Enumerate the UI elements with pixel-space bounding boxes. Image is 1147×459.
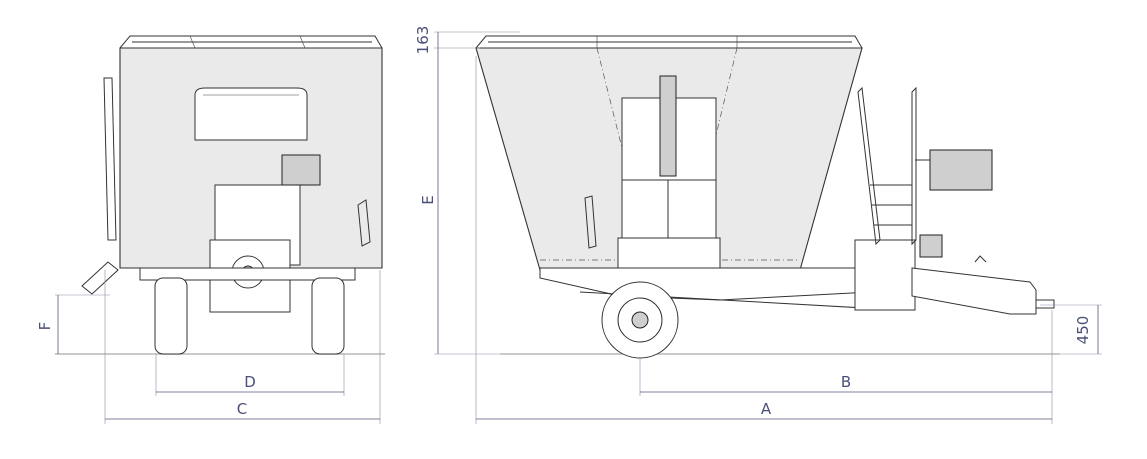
dim-A-label: A (761, 400, 772, 418)
side-tub-centerline-1 (596, 47, 626, 161)
front-left-door-chute (81, 261, 119, 295)
side-drawbar (911, 267, 1037, 315)
dim-450-label: 450 (1074, 316, 1092, 345)
side-top-rail (475, 35, 863, 49)
dim-E-label: E (419, 195, 437, 204)
side-wheel-hub (631, 311, 649, 329)
side-terminal (919, 234, 943, 258)
side-lever (584, 195, 597, 249)
dim-C-label: C (237, 400, 247, 418)
front-rail-post-1 (189, 35, 196, 49)
dim-B-label: B (841, 373, 851, 391)
side-view: 163 E 450 B A (414, 26, 1102, 424)
side-control-box (929, 149, 993, 191)
front-tub-body (119, 47, 383, 269)
front-right-lever (357, 199, 371, 247)
side-front-frame (854, 239, 916, 311)
front-top-rail (119, 35, 383, 49)
front-axle-bar (139, 267, 356, 281)
side-ladder-left (857, 86, 881, 246)
side-drawbar-handle (974, 255, 987, 263)
front-ladder-hoop (194, 87, 308, 141)
side-auger-shaft (659, 75, 677, 177)
front-left-wheel (154, 277, 188, 355)
side-ladder-right (911, 86, 917, 246)
front-left-door-rail (103, 77, 117, 241)
dim-F-label: F (36, 322, 54, 331)
front-control-box (281, 154, 321, 186)
front-view: F D C (36, 35, 385, 424)
front-rail-post-2 (299, 35, 306, 49)
side-hitch-eye (1035, 299, 1055, 309)
front-right-wheel (311, 277, 345, 355)
dim-D-label: D (244, 373, 256, 391)
dim-163-label: 163 (414, 26, 432, 55)
